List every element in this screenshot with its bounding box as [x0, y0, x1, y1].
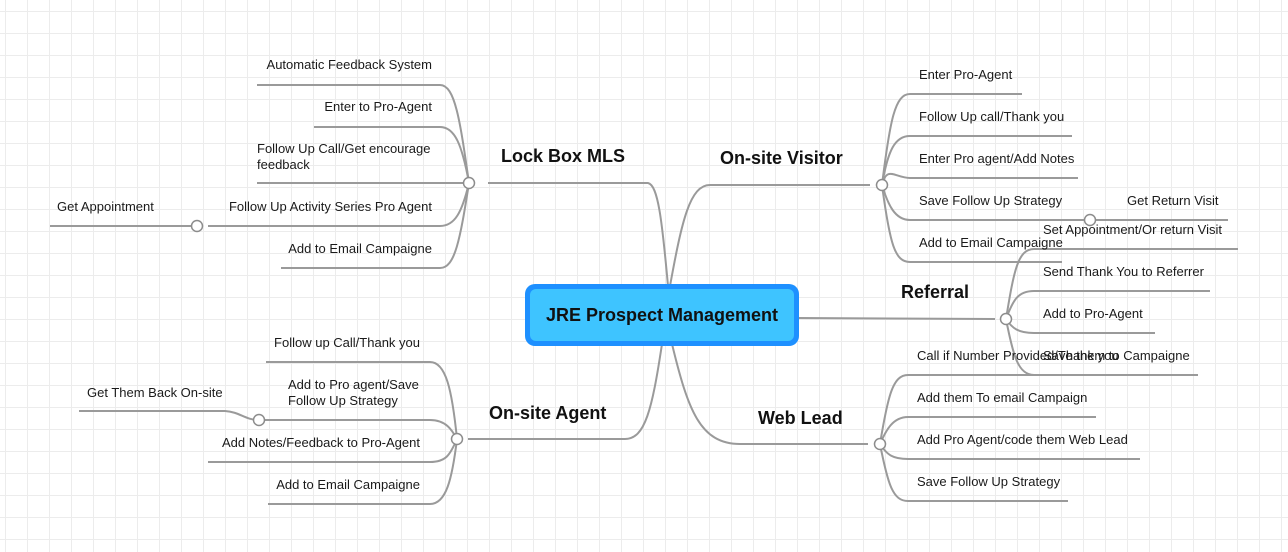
leaf-onsite-agent-sub[interactable]: Get Them Back On-site	[87, 385, 223, 400]
leaf-lockbox-2[interactable]: Enter to Pro-Agent	[324, 99, 432, 114]
collapse-node-onsite-visitor-sub	[1083, 213, 1097, 227]
leaf-onsite-agent-2[interactable]: Add to Pro agent/Save Follow Up Strategy	[288, 377, 419, 408]
leaf-referral-3[interactable]: Add to Pro-Agent	[1043, 306, 1143, 321]
branch-lockbox[interactable]: Lock Box MLS	[501, 146, 626, 166]
connector-web-lead	[671, 343, 868, 445]
collapse-node-lockbox	[462, 176, 476, 190]
collapse-node-web-lead	[873, 437, 887, 451]
leaf-onsite-visitor-3[interactable]: Enter Pro agent/Add Notes	[919, 151, 1075, 166]
branch-referral[interactable]: Referral	[901, 282, 970, 302]
collapse-node-referral	[999, 312, 1013, 326]
branch-web-lead[interactable]: Web Lead	[758, 408, 843, 428]
leaf-web-lead-2[interactable]: Add them To email Campaign	[917, 390, 1088, 405]
leaf-lockbox-4[interactable]: Follow Up Activity Series Pro Agent	[228, 199, 432, 214]
leaf-web-lead-1[interactable]: Call if Number Provided/Thank you	[917, 348, 1119, 363]
leaf-lockbox-5[interactable]: Add to Email Campaigne	[288, 241, 432, 256]
leaf-onsite-agent-1[interactable]: Follow up Call/Thank you	[274, 335, 420, 350]
leaf-lockbox-1[interactable]: Automatic Feedback System	[266, 57, 432, 72]
branch-onsite-visitor[interactable]: On-site Visitor	[720, 148, 843, 168]
leaf-referral-1[interactable]: Set Appointment/Or return Visit	[1043, 222, 1222, 237]
root-topic-label: JRE Prospect Management	[530, 289, 794, 341]
connector-referral	[798, 317, 996, 320]
leaf-onsite-visitor-5[interactable]: Add to Email Campaigne	[919, 235, 1063, 250]
leaf-lockbox-3[interactable]: Follow Up Call/Get encourage feedback	[257, 141, 431, 172]
connector-lockbox	[488, 182, 669, 287]
collapse-node-onsite-visitor	[875, 178, 889, 192]
leaf-onsite-visitor-sub[interactable]: Get Return Visit	[1127, 193, 1219, 208]
connector-onsite-agent	[468, 343, 663, 440]
leaf-lockbox-sub[interactable]: Get Appointment	[57, 199, 154, 214]
leaf-web-lead-3[interactable]: Add Pro Agent/code them Web Lead	[917, 432, 1128, 447]
leaf-onsite-visitor-2[interactable]: Follow Up call/Thank you	[919, 109, 1065, 124]
connector-onsite-visitor	[669, 184, 870, 287]
leaf-onsite-agent-4[interactable]: Add to Email Campaigne	[276, 477, 420, 492]
leaf-web-lead-4[interactable]: Save Follow Up Strategy	[917, 474, 1061, 489]
collapse-node-lockbox-sub	[190, 219, 204, 233]
collapse-node-onsite-agent-sub	[252, 413, 266, 427]
branch-onsite-agent[interactable]: On-site Agent	[489, 403, 607, 423]
leaf-onsite-visitor-4[interactable]: Save Follow Up Strategy	[919, 193, 1063, 208]
root-topic[interactable]: JRE Prospect Management	[525, 284, 799, 346]
collapse-node-onsite-agent	[450, 432, 464, 446]
leaf-onsite-visitor-1[interactable]: Enter Pro-Agent	[919, 67, 1013, 82]
leaf-referral-4[interactable]: Save them to Campaigne	[1043, 348, 1190, 363]
leaf-referral-2[interactable]: Send Thank You to Referrer	[1043, 264, 1204, 279]
leaf-onsite-agent-3[interactable]: Add Notes/Feedback to Pro-Agent	[221, 435, 420, 450]
